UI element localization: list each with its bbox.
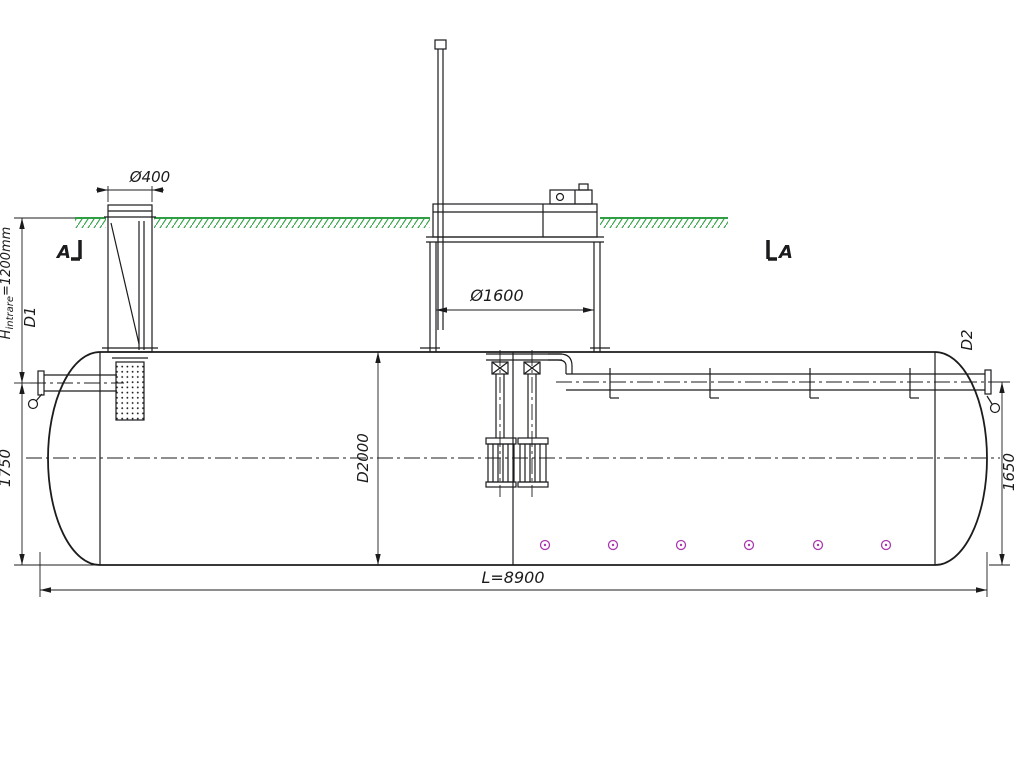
depth-left-label: 1750 <box>0 449 14 487</box>
grounding-lug-right <box>989 402 1001 414</box>
section-mark-left <box>71 240 82 261</box>
equipment-cabinet <box>432 183 598 238</box>
tank-length-label: L=8900 <box>481 568 544 587</box>
section-left-label: A <box>55 242 71 263</box>
dim-tank-length <box>39 552 988 597</box>
section-mark-right <box>766 240 777 261</box>
pipe-right-label: D2 <box>958 329 976 350</box>
pipe-d1 <box>27 370 124 410</box>
suction-basket <box>112 357 148 421</box>
grounding-lug-left <box>27 398 39 410</box>
shaft-diameter-label: Ø400 <box>129 168 170 186</box>
pump-assembly <box>485 350 573 497</box>
pipe-left-label: D1 <box>21 306 39 327</box>
flow-meter <box>549 189 593 205</box>
dim-right-depth <box>989 381 1010 566</box>
entry-height-label: Hintrare=1200mm <box>0 227 16 340</box>
drawing-ink: Ø400 Hintrare=1200mm 1750 D1 <box>0 39 1018 597</box>
dome-diameter-label: Ø1600 <box>469 286 523 305</box>
dim-shaft-diameter <box>96 186 164 202</box>
pipe-d2 <box>556 368 1004 414</box>
ground-hatch <box>75 219 728 228</box>
anchor-points <box>539 539 892 551</box>
section-right-label: A <box>777 242 793 263</box>
dim-tank-diameter <box>375 352 381 565</box>
dim-dome-diameter <box>436 307 594 313</box>
access-shaft <box>102 204 158 353</box>
depth-right-label: 1650 <box>1000 453 1018 491</box>
tank-diameter-label: D2000 <box>354 433 372 483</box>
gauge-stick <box>434 39 447 330</box>
tank-shell <box>47 351 988 566</box>
dim-left-stack <box>14 217 100 566</box>
